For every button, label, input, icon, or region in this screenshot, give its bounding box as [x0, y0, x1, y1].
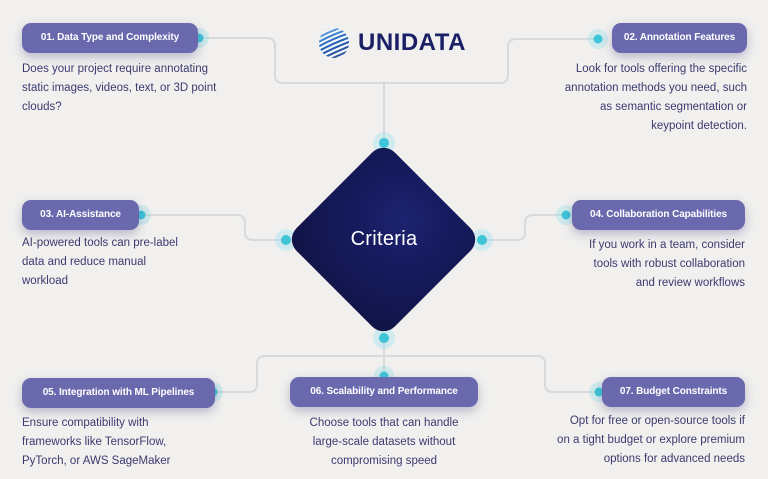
criterion-pill-06: 06. Scalability and Performance	[290, 377, 478, 407]
node-dot	[588, 29, 608, 49]
brand-name: UNIDATA	[358, 29, 466, 56]
connector-right	[481, 214, 567, 241]
node-dot	[471, 229, 493, 251]
criterion-description-03: AI-powered tools can pre-label data and …	[22, 237, 178, 287]
criterion-description-04: If you work in a team, consider tools wi…	[589, 239, 745, 289]
criterion-pill-07: 07. Budget Constraints	[602, 377, 745, 407]
connector-top	[198, 37, 599, 84]
connector-bottom	[214, 355, 600, 393]
node-dot	[556, 205, 576, 225]
criterion-description-05: Ensure compatibility with frameworks lik…	[22, 417, 171, 467]
criterion-description-02: Look for tools offering the specific ann…	[564, 63, 747, 132]
criterion-pill-05: 05. Integration with ML Pipelines	[22, 378, 215, 408]
connector-left	[140, 214, 287, 241]
criterion-pill-04: 04. Collaboration Capabilities	[572, 200, 745, 230]
criterion-pill-01: 01. Data Type and Complexity	[22, 23, 198, 53]
node-dot	[373, 327, 395, 349]
criterion-pill-03: 03. AI-Assistance	[22, 200, 139, 230]
criterion-description-01: Does your project require annotating sta…	[22, 63, 217, 113]
criterion-pill-02: 02. Annotation Features	[612, 23, 747, 53]
criteria-label: Criteria	[350, 228, 418, 250]
brand-logo: UNIDATA	[317, 26, 466, 60]
globe-icon	[319, 28, 349, 58]
criterion-description-06: Choose tools that can handle large-scale…	[309, 417, 459, 467]
criterion-description-07: Opt for free or open-source tools if on …	[557, 415, 745, 465]
